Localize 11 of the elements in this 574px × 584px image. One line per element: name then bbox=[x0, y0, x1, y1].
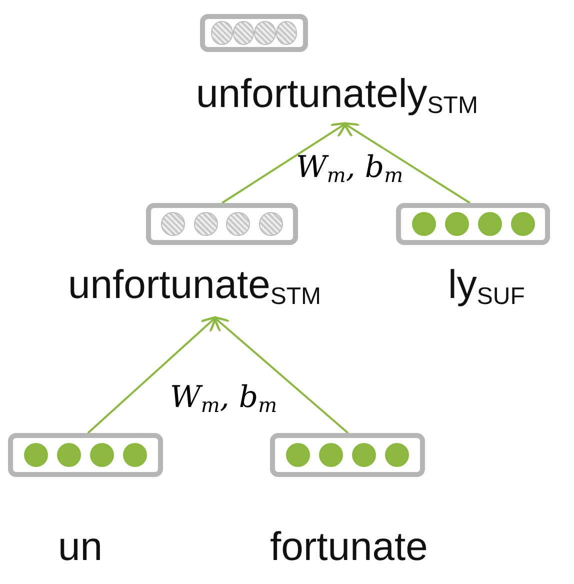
word-label: fortunate bbox=[270, 524, 428, 571]
word-label: unfortunate$_{STM}$ bbox=[68, 262, 322, 312]
arrow bbox=[342, 122, 471, 204]
arrow bbox=[87, 316, 218, 434]
word-label: ly$_{SUF}$ bbox=[448, 262, 525, 312]
parameter-label: W$_{m}$, b$_{m}$ bbox=[170, 380, 278, 419]
word-label: un bbox=[58, 524, 102, 571]
parameter-label: W$_{m}$, b$_{m}$ bbox=[296, 150, 404, 189]
arrow bbox=[212, 316, 349, 434]
arrow bbox=[221, 122, 348, 204]
word-label: unfortunately$_{STM}$ bbox=[196, 71, 478, 121]
